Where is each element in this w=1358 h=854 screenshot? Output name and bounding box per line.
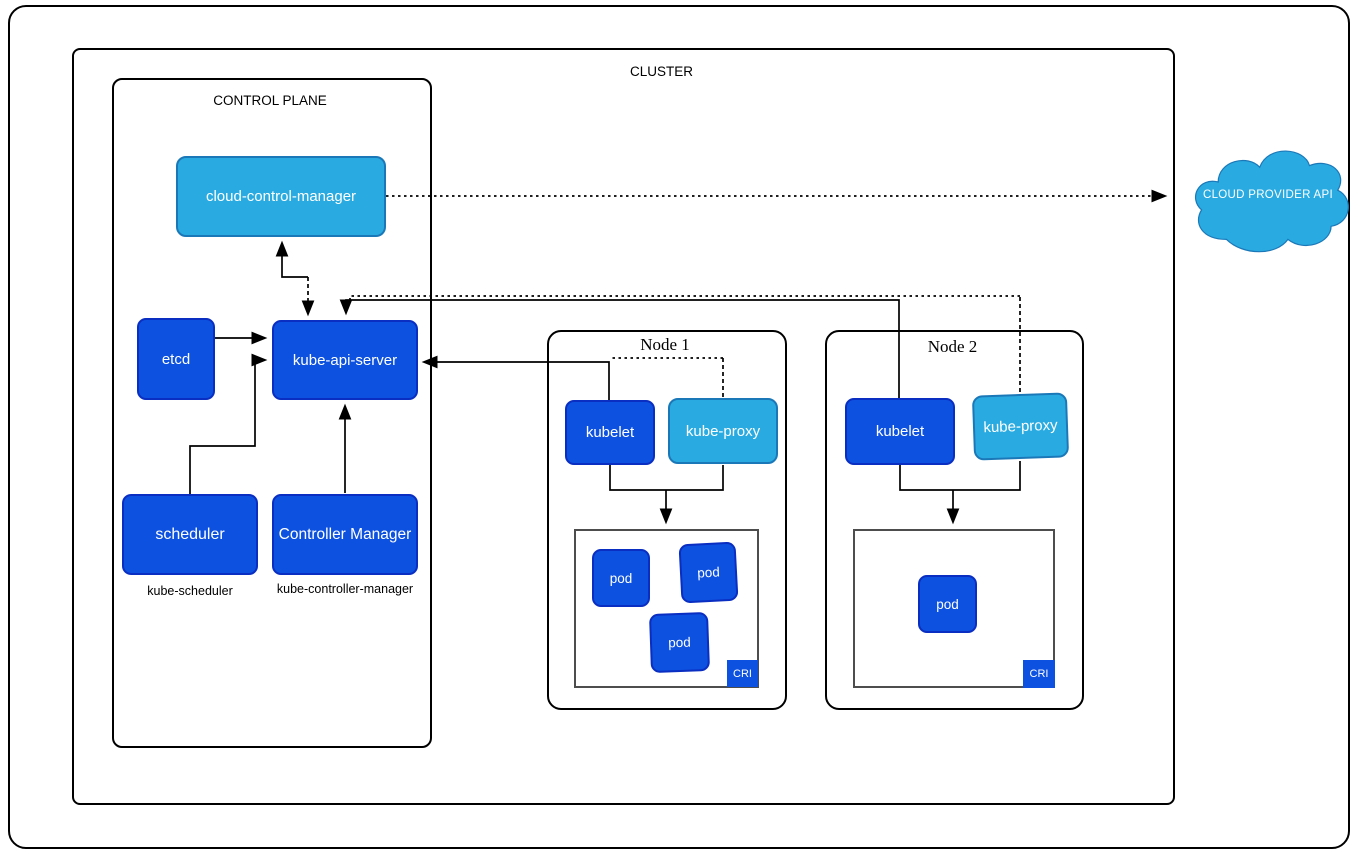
node1-kube-proxy-box: kube-proxy (668, 398, 778, 464)
node1-pod3-label: pod (667, 634, 692, 651)
outer-border (8, 5, 1350, 849)
node1-pod3-box: pod (648, 611, 711, 674)
cluster-label: CLUSTER (630, 64, 694, 79)
kube-api-server-box: kube-api-server (272, 320, 418, 400)
node1-pod2-box: pod (678, 541, 739, 604)
kube-api-server-label: kube-api-server (292, 351, 398, 369)
node1-pod1-box: pod (592, 549, 650, 607)
control-plane-box (112, 78, 432, 748)
node2-pod1-label: pod (936, 596, 959, 612)
scheduler-label: scheduler (155, 525, 225, 543)
node2-kube-proxy-label: kube-proxy (983, 416, 1058, 437)
node2-cri-label: CRI (1029, 668, 1049, 680)
node2-kubelet-label: kubelet (875, 423, 925, 440)
cluster-box (72, 48, 1175, 805)
node1-kubelet-label: kubelet (585, 424, 635, 441)
node2-kubelet-box: kubelet (845, 398, 955, 465)
node1-cri-badge: CRI (727, 660, 758, 687)
node1-kube-proxy-label: kube-proxy (685, 422, 761, 440)
scheduler-caption: kube-scheduler (147, 584, 233, 598)
control-plane-label: CONTROL PLANE (213, 93, 327, 108)
node1-kubelet-box: kubelet (565, 400, 655, 465)
node2-box (825, 330, 1084, 710)
cloud-control-manager-box: cloud-control-manager (176, 156, 386, 237)
node1-title: Node 1 (640, 335, 690, 354)
etcd-label: etcd (161, 350, 191, 368)
scheduler-box: scheduler (122, 494, 258, 575)
cloud-provider-api-label: CLOUD PROVIDER API (1202, 189, 1333, 201)
node2-cri-badge: CRI (1023, 660, 1055, 688)
controller-manager-caption: kube-controller-manager (276, 582, 414, 596)
node1-pod2-label: pod (696, 564, 721, 581)
node1-pod1-label: pod (609, 570, 633, 586)
controller-manager-box: Controller Manager (272, 494, 418, 575)
cloud-control-manager-label: cloud-control-manager (205, 188, 357, 205)
controller-manager-label: Controller Manager (278, 525, 412, 543)
node2-title: Node 2 (927, 337, 978, 356)
node2-kube-proxy-box: kube-proxy (971, 392, 1070, 461)
node1-cri-label: CRI (733, 667, 752, 680)
etcd-box: etcd (137, 318, 215, 400)
node2-pod1-box: pod (918, 575, 977, 633)
